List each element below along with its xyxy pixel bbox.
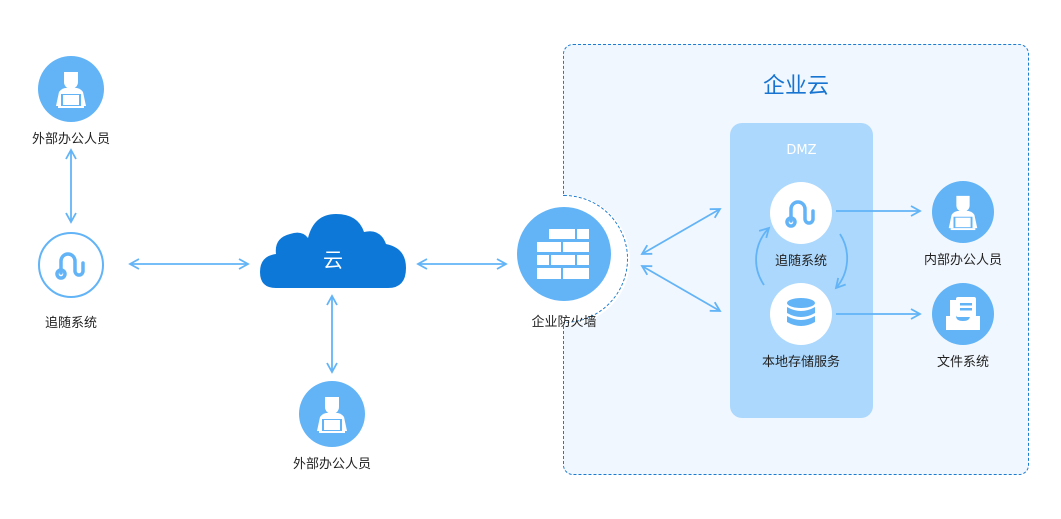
node-external-staff-bottom[interactable]: 外部办公人员 [286,381,378,472]
user-laptop-icon [299,381,365,447]
node-external-staff-top[interactable]: 外部办公人员 [25,56,117,147]
arrow-cycle-right [834,233,849,290]
cloud-icon [260,214,406,288]
node-internal-staff[interactable]: 内部办公人员 [917,181,1009,268]
tracking-curve-icon [770,182,832,244]
node-label: 追随系统 [44,316,97,331]
enterprise-cloud-title: 企业云 [762,74,829,99]
arrow-cycle-left [755,226,771,286]
node-local-storage[interactable]: 本地存储服务 [745,283,857,370]
node-firewall[interactable]: 企业防火墙 [512,207,616,330]
user-laptop-icon [932,181,994,243]
arrow-firewall-to-dmz-bottom [640,265,722,312]
file-tray-icon [932,283,994,345]
node-label: 外部办公人员 [31,132,110,147]
node-file-system[interactable]: 文件系统 [917,283,1009,370]
tracking-curve-icon [38,232,104,298]
node-tracking-system-dmz[interactable]: 追随系统 [755,182,847,269]
node-label: 文件系统 [936,355,989,370]
node-label: 外部办公人员 [292,457,371,472]
node-tracking-system-external[interactable]: 追随系统 [25,232,117,331]
brick-wall-icon [517,207,611,301]
arrow-firewall-to-dmz-top [640,208,722,255]
node-label: 追随系统 [774,254,827,269]
user-laptop-icon [38,56,104,122]
node-label: 内部办公人员 [923,253,1002,268]
dmz-label: DMZ [786,143,817,158]
node-cloud[interactable]: 云 [258,210,408,290]
database-icon [770,283,832,345]
node-label: 企业防火墙 [531,315,597,330]
cloud-label: 云 [323,248,343,272]
node-label: 本地存储服务 [761,355,840,370]
dmz-box [730,123,873,418]
